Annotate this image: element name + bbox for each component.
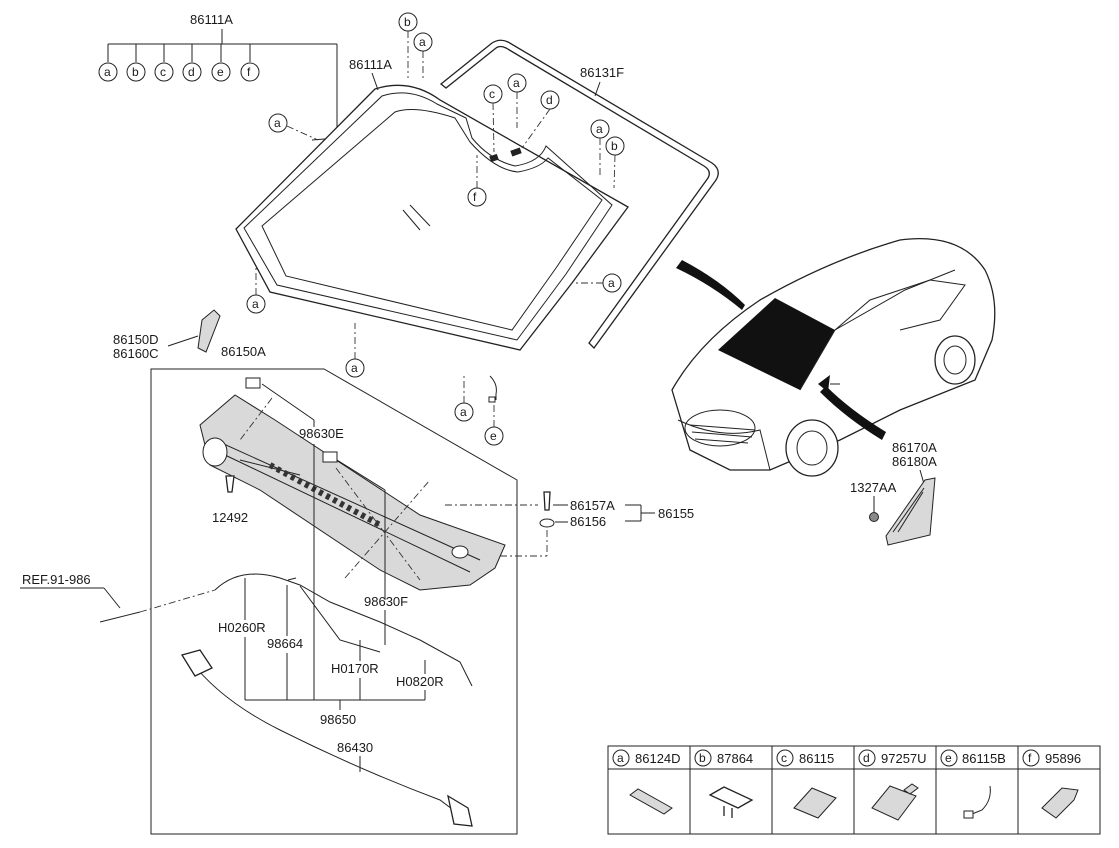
svg-text:e: e [490, 429, 497, 443]
svg-text:a: a [351, 361, 358, 375]
label-86111A-glass: 86111A [349, 57, 392, 72]
nut-1327AA [869, 512, 879, 522]
legend-key-e: e [945, 751, 952, 765]
car-illustration [671, 237, 996, 477]
pointer-windshield [676, 260, 745, 310]
cowl-weatherstrip [189, 659, 461, 816]
legend-part-b: 87864 [717, 751, 753, 766]
label-H0170R: H0170R [331, 661, 379, 676]
legend-table: a b c d e f 86124D 87864 86115 97257U 86… [607, 745, 1101, 835]
garnish-bracket [197, 309, 221, 353]
svg-text:a: a [460, 405, 467, 419]
legend-img-e [971, 785, 991, 815]
callout-b: b [404, 15, 411, 29]
cowl-box-frame [150, 368, 518, 835]
legend-part-d: 97257U [881, 751, 927, 766]
legend-key-b: b [699, 751, 706, 765]
legend-key-a: a [617, 751, 624, 765]
pointer-quarter-glass [820, 386, 886, 440]
washer-nozzle-right [322, 451, 338, 463]
label-86157A: 86157A [570, 498, 615, 513]
legend-img-c [793, 787, 837, 819]
label-86156: 86156 [570, 514, 606, 529]
legend-key-d: d [863, 751, 870, 765]
svg-text:a: a [608, 276, 615, 290]
legend-key-f: f [1028, 751, 1032, 765]
label-86430: 86430 [337, 740, 373, 755]
label-86170A: 86170A [892, 440, 937, 455]
ref-label: REF.91-986 [22, 572, 91, 587]
svg-text:c: c [160, 65, 166, 79]
label-86160C: 86160C [113, 346, 159, 361]
svg-text:d: d [546, 93, 553, 107]
clip-12492 [225, 475, 235, 493]
label-86155: 86155 [658, 506, 694, 521]
svg-text:a: a [104, 65, 111, 79]
legend-part-a: 86124D [635, 751, 681, 766]
svg-text:f: f [247, 65, 251, 79]
label-98630F: 98630F [364, 594, 408, 609]
svg-text:a: a [252, 297, 259, 311]
label-H0260R: H0260R [218, 620, 266, 635]
label-86111A-top: 86111A [190, 12, 233, 27]
cowl-panel [199, 394, 506, 591]
label-98650: 98650 [320, 712, 356, 727]
label-86150D: 86150D [113, 332, 159, 347]
legend-key-c: c [781, 751, 787, 765]
label-98664: 98664 [267, 636, 303, 651]
legend-img-b [708, 786, 754, 818]
label-98630E: 98630E [299, 426, 344, 441]
label-1327AA: 1327AA [850, 480, 897, 495]
svg-text:d: d [188, 65, 195, 79]
windshield-molding [439, 39, 719, 349]
svg-text:a: a [596, 122, 603, 136]
svg-text:b: b [132, 65, 139, 79]
label-86150A: 86150A [221, 344, 266, 359]
svg-text:a: a [274, 116, 281, 130]
svg-text:c: c [489, 87, 495, 101]
svg-text:a: a [419, 35, 426, 49]
label-12492: 12492 [212, 510, 248, 525]
legend-part-e: 86115B [962, 751, 1006, 766]
bolt-86157A [543, 491, 551, 511]
svg-text:a: a [513, 76, 520, 90]
label-86131F: 86131F [580, 65, 624, 80]
windshield-glass [235, 84, 629, 403]
washer-nozzle-left [245, 377, 261, 389]
label-H0820R: H0820R [396, 674, 444, 689]
legend-part-c: 86115 [799, 751, 834, 766]
svg-text:e: e [217, 65, 224, 79]
washer-hose [214, 573, 473, 687]
glass-callouts: b a a c a d f a b a a a a e a b c d e f [98, 12, 625, 446]
legend-img-f [1041, 787, 1079, 819]
svg-text:f: f [473, 190, 477, 204]
legend-part-f: 95896 [1045, 751, 1081, 766]
grommet-86156 [539, 518, 555, 528]
svg-text:b: b [611, 139, 618, 153]
legend-img-d [871, 783, 919, 821]
legend-img-a [629, 788, 673, 815]
label-86180A: 86180A [892, 454, 937, 469]
